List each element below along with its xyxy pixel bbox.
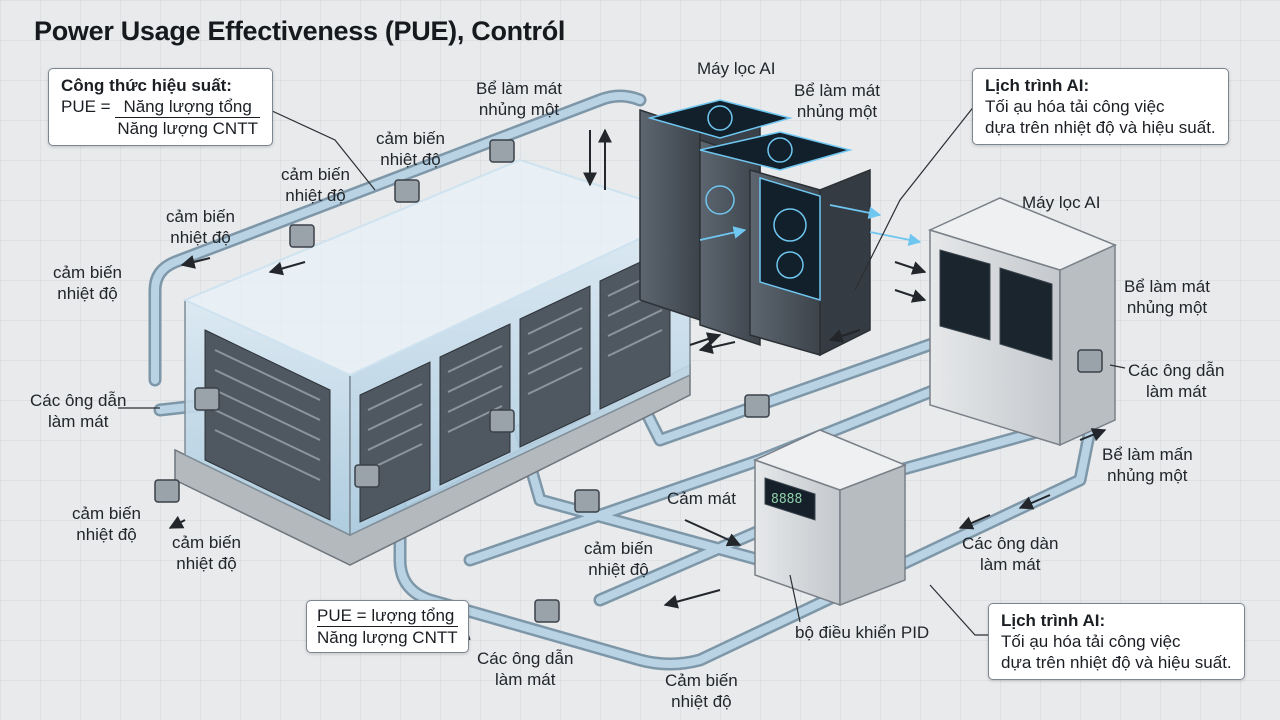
tower-screens <box>647 99 853 302</box>
ai-filter-towers <box>639 99 922 357</box>
flow-arrows <box>168 128 1107 609</box>
temperature-sensor-units <box>154 139 1103 623</box>
label-pid-controller: bộ điều khiển PID <box>795 623 930 642</box>
pid-display-readout: 8888 <box>771 492 802 507</box>
formula-bottom-line2: Năng lượng CNTT <box>317 628 458 647</box>
label-ai-filter-right: Máy lọc AI <box>1022 193 1101 212</box>
ai-schedule-bottom-line1: Tối ạu hóa tải công việc <box>1001 632 1181 651</box>
ai-filter-cabinet <box>927 197 1117 447</box>
efficiency-formula-box: Công thức hiệu suất: PUE = Năng lượng tổ… <box>48 68 273 146</box>
formula-box-bottom: PUE = lượng tổng Năng lượng CNTT <box>306 600 469 653</box>
immersion-tank <box>174 158 693 566</box>
ai-schedule-top-heading: Lịch trình AI: <box>985 76 1090 95</box>
ai-schedule-box-top: Lịch trình AI: Tối ạu hóa tải công việc … <box>972 68 1229 145</box>
pue-numerator: Năng lượng tổng <box>115 96 260 118</box>
rack-slots <box>214 269 663 481</box>
ai-schedule-bottom-line2: dựa trên nhiệt độ và hiệu suất. <box>1001 653 1232 672</box>
server-racks-in-tank <box>204 247 671 523</box>
pid-controller-unit: 8888 <box>753 429 908 607</box>
pue-lhs: PUE = <box>61 97 111 116</box>
label-ai-filter-top: Máy lọc AI <box>697 59 776 78</box>
ai-schedule-top-line1: Tối ạu hóa tải công việc <box>985 97 1165 116</box>
formula-heading: Công thức hiệu suất: <box>61 76 232 95</box>
ai-schedule-box-bottom: Lịch trình AI: Tối ạu hóa tải công việc … <box>988 603 1245 680</box>
label-cooling: Cảm mát <box>667 489 736 508</box>
ai-network-icons <box>705 105 807 279</box>
pue-fraction: Năng lượng tổng Năng lượng CNTT <box>115 96 260 139</box>
page-title: Power Usage Effectiveness (PUE), Contról <box>34 16 566 46</box>
ai-schedule-bottom-heading: Lịch trình AI: <box>1001 611 1106 630</box>
formula-bottom-line1: PUE = lượng tổng <box>317 605 458 627</box>
ai-schedule-top-line2: dựa trên nhiệt độ và hiệu suất. <box>985 118 1216 137</box>
pue-denominator: Năng lượng CNTT <box>117 119 258 138</box>
